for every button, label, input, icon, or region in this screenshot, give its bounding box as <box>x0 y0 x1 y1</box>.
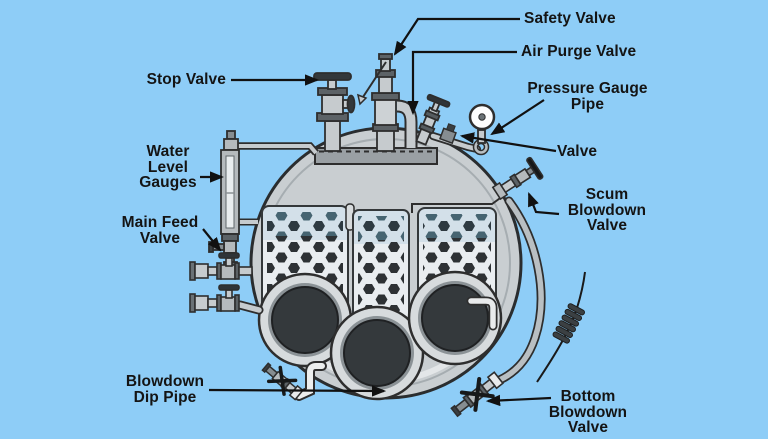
blowdown-dip-pipe-part <box>294 361 327 401</box>
label-safety-valve: Safety Valve <box>524 10 616 27</box>
furnace-tube-middle <box>329 305 425 401</box>
blowdown-valve-spindle <box>536 271 586 383</box>
arrow-scum-blowdown-valve <box>527 192 560 216</box>
arrow-safety-valve <box>393 17 520 56</box>
furnace-tube-right <box>407 270 503 366</box>
safety-valve-lever <box>362 61 387 98</box>
label-blowdown-dip-pipe: Blowdown Dip Pipe <box>125 373 205 406</box>
label-valve: Valve <box>557 143 598 160</box>
arrow-main-feed-valve <box>202 228 222 252</box>
label-main-feed-valve: Main Feed Valve <box>121 214 199 247</box>
label-pressure-gauge-pipe: Pressure Gauge Pipe <box>527 80 648 113</box>
arrow-blowdown-dip-pipe <box>208 385 387 397</box>
label-air-purge-valve: Air Purge Valve <box>521 43 637 60</box>
arrow-bottom-blowdown-valve <box>485 394 552 407</box>
air-purge-valve-part <box>415 93 451 146</box>
leader-arrows <box>200 17 560 407</box>
label-bottom-blowdown-valve: Bottom Blowdown Valve <box>548 388 628 436</box>
arrow-valve <box>459 132 557 153</box>
main-feed-valve-part <box>189 252 253 281</box>
gauge-pipe-valve <box>439 123 457 145</box>
label-scum-blowdown-valve: Scum Blowdown Valve <box>567 186 647 234</box>
arrow-air-purge-valve <box>407 50 517 116</box>
furnace-tube-left <box>257 272 353 368</box>
bottom-blowdown-valve-part <box>450 371 505 418</box>
scum-dip-pipe <box>411 195 504 213</box>
pressure-gauge-assembly <box>429 103 496 156</box>
blowdown-internal-elbow <box>466 296 498 331</box>
stop-valve-part <box>313 72 356 152</box>
arrow-pressure-gauge-pipe <box>490 99 545 136</box>
scum-blowdown-valve-part <box>491 156 544 201</box>
label-water-level-gauges: Water Level Gauges <box>139 143 197 191</box>
water-level-gauge-part <box>208 130 319 267</box>
label-stop-valve: Stop Valve <box>146 71 226 88</box>
auxiliary-feed-valve-part <box>189 284 264 315</box>
scum-blowdown-pipe <box>490 196 546 387</box>
